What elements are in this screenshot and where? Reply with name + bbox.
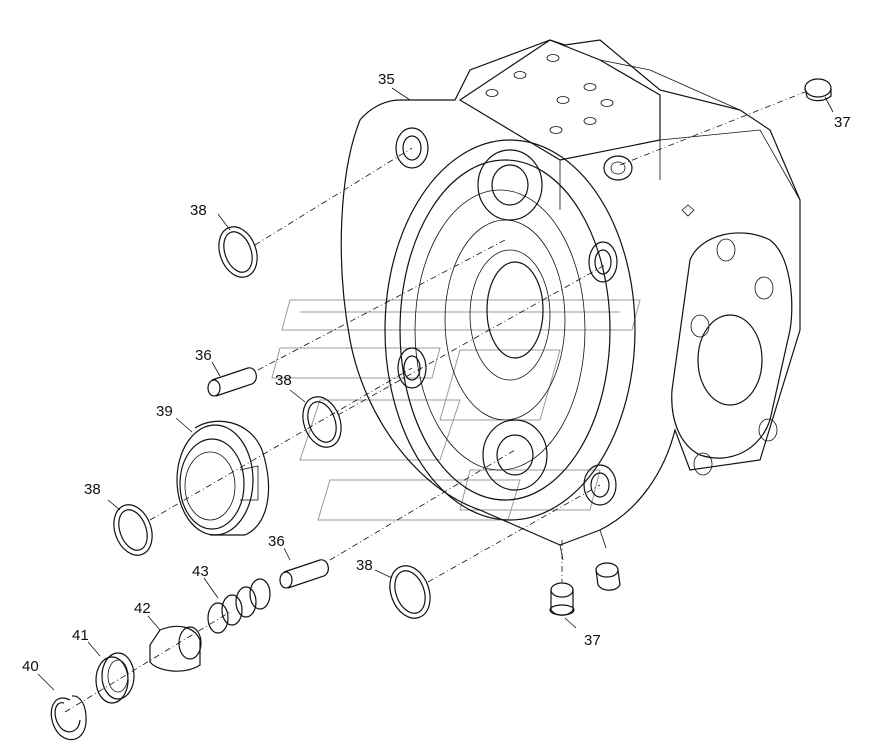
bearing-part [176, 420, 270, 536]
callout-labels: 35 37 38 36 38 39 38 36 38 43 37 42 41 4… [22, 71, 851, 675]
callout-38-left: 38 [84, 481, 101, 498]
callout-39: 39 [156, 403, 173, 420]
housing-part [340, 39, 801, 561]
callout-38-upper: 38 [190, 202, 207, 219]
callout-36-upper: 36 [195, 347, 212, 364]
pin-part [207, 367, 329, 589]
callout-38-lower: 38 [356, 557, 373, 574]
callout-36-lower: 36 [268, 533, 285, 550]
callout-41: 41 [72, 627, 89, 644]
callout-40: 40 [22, 658, 39, 675]
snap-ring-part [50, 695, 87, 741]
piston-part [149, 625, 202, 672]
callout-37-bottom: 37 [584, 632, 601, 649]
callout-35: 35 [378, 71, 395, 88]
o-ring-part [113, 226, 431, 619]
callout-42: 42 [134, 600, 151, 617]
callout-43: 43 [192, 563, 209, 580]
callout-37-top: 37 [834, 114, 851, 131]
plug-part-bottom [549, 562, 621, 616]
assembly-axes [64, 91, 806, 713]
ring-part [95, 652, 135, 704]
spring-part [207, 578, 271, 634]
leader-lines [37, 87, 834, 691]
callout-38-middle: 38 [275, 372, 292, 389]
plug-part-top [804, 78, 832, 102]
